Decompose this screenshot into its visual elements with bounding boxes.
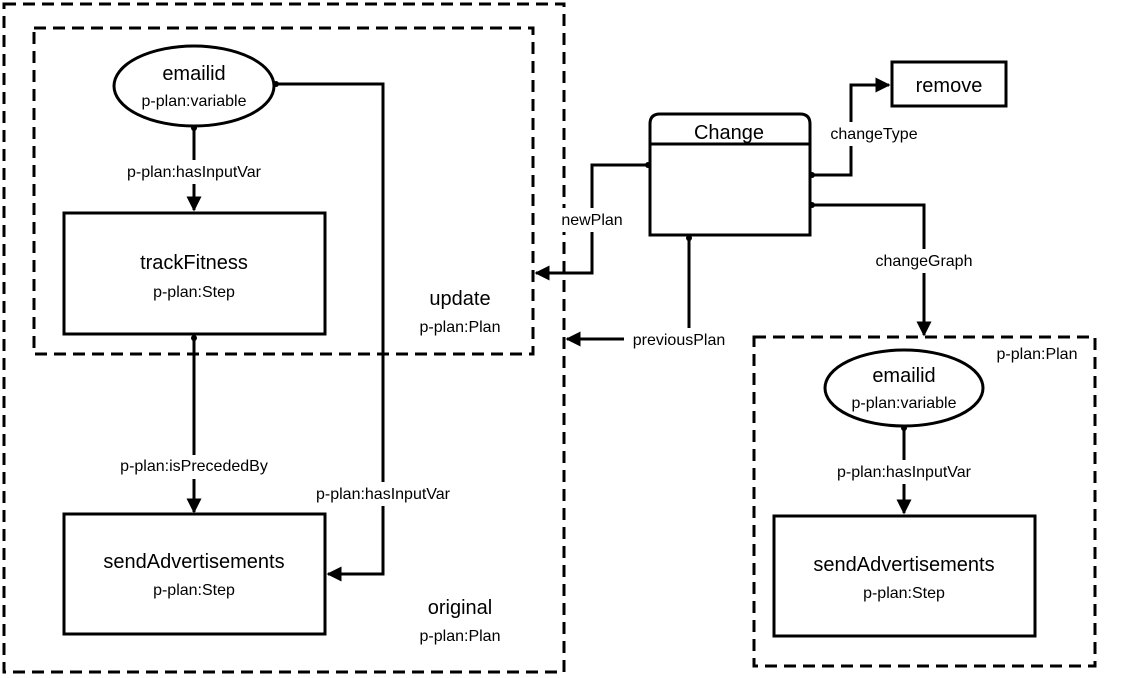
- original-plan-type: p-plan:Plan: [420, 628, 501, 645]
- edge-label-previous-plan: previousPlan: [633, 332, 726, 349]
- right-send-advertisements-step-node[interactable]: sendAdvertisements p-plan:Step: [772, 514, 1037, 638]
- change-node[interactable]: Change: [648, 112, 812, 237]
- change-title: Change: [694, 122, 764, 144]
- original-plan-name: original: [428, 597, 492, 619]
- emailid-variable-node[interactable]: emailid p-plan:variable: [112, 44, 276, 128]
- track-fitness-name: trackFitness: [140, 252, 248, 274]
- update-plan-boundary: [32, 26, 535, 356]
- edge-change-graph: [812, 203, 932, 337]
- edge-label-right-has-input-var: p-plan:hasInputVar: [837, 464, 972, 481]
- right-send-ads-name: sendAdvertisements: [813, 554, 994, 576]
- emailid-name: emailid: [162, 63, 225, 85]
- edge-label-change-type: changeType: [830, 126, 917, 143]
- update-plan-name: update: [429, 288, 490, 310]
- edge-has-input-var-2: [276, 82, 385, 582]
- update-plan-type: p-plan:Plan: [420, 319, 501, 336]
- change-graph-plan-type: p-plan:Plan: [997, 346, 1078, 363]
- track-fitness-type: p-plan:Step: [153, 284, 235, 301]
- edge-label-change-graph: changeGraph: [876, 253, 973, 270]
- right-emailid-type: p-plan:variable: [852, 395, 957, 412]
- right-send-ads-type: p-plan:Step: [863, 585, 945, 602]
- edge-previous-plan: [565, 237, 691, 347]
- edge-label-new-plan: newPlan: [561, 212, 622, 229]
- emailid-type: p-plan:variable: [142, 93, 247, 110]
- change-graph-plan-boundary: [752, 335, 1097, 668]
- remove-label: remove: [916, 75, 983, 97]
- right-emailid-name: emailid: [872, 365, 935, 387]
- edge-label-is-preceded-by: p-plan:isPrecededBy: [120, 458, 268, 475]
- edge-label-has-input-var-1: p-plan:hasInputVar: [127, 164, 262, 181]
- edge-label-has-input-var-2: p-plan:hasInputVar: [316, 486, 451, 503]
- original-plan-boundary: [2, 2, 566, 674]
- right-emailid-variable-node[interactable]: emailid p-plan:variable: [823, 348, 985, 428]
- send-ads-name: sendAdvertisements: [103, 551, 284, 573]
- track-fitness-step-node[interactable]: trackFitness p-plan:Step: [62, 211, 327, 336]
- send-advertisements-step-node[interactable]: sendAdvertisements p-plan:Step: [62, 512, 327, 636]
- remove-node[interactable]: remove: [890, 60, 1008, 108]
- send-ads-type: p-plan:Step: [153, 582, 235, 599]
